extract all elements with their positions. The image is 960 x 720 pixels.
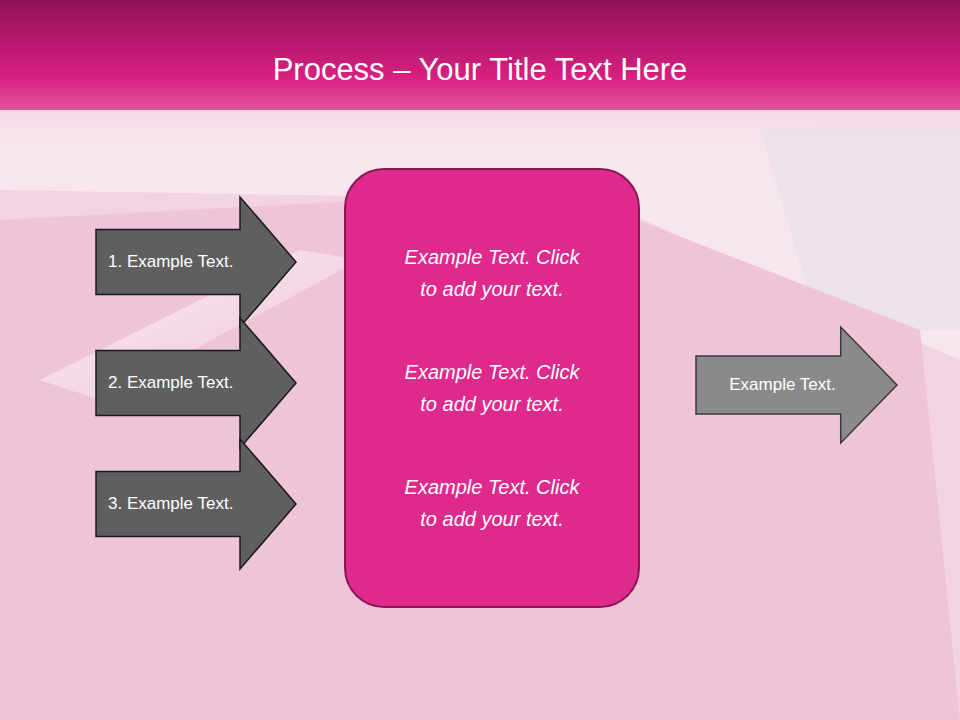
arrow-label: 2. Example Text. bbox=[108, 373, 233, 393]
process-arrow: 3. Example Text. bbox=[96, 439, 296, 569]
slide-title: Process – Your Title Text Here bbox=[0, 52, 960, 88]
arrow-label: 1. Example Text. bbox=[108, 252, 233, 272]
process-arrow: Example Text. bbox=[696, 327, 897, 443]
arrow-label: 3. Example Text. bbox=[108, 494, 233, 514]
process-arrow: 1. Example Text. bbox=[96, 197, 296, 327]
box-text: Example Text. Click to add your text. bbox=[405, 471, 580, 535]
content-box: Example Text. Click to add your text. Exa… bbox=[344, 168, 640, 608]
process-arrow: 2. Example Text. bbox=[96, 318, 296, 448]
box-text: Example Text. Click to add your text. bbox=[405, 241, 580, 305]
arrow-label: Example Text. bbox=[729, 375, 835, 395]
box-text: Example Text. Click to add your text. bbox=[405, 356, 580, 420]
